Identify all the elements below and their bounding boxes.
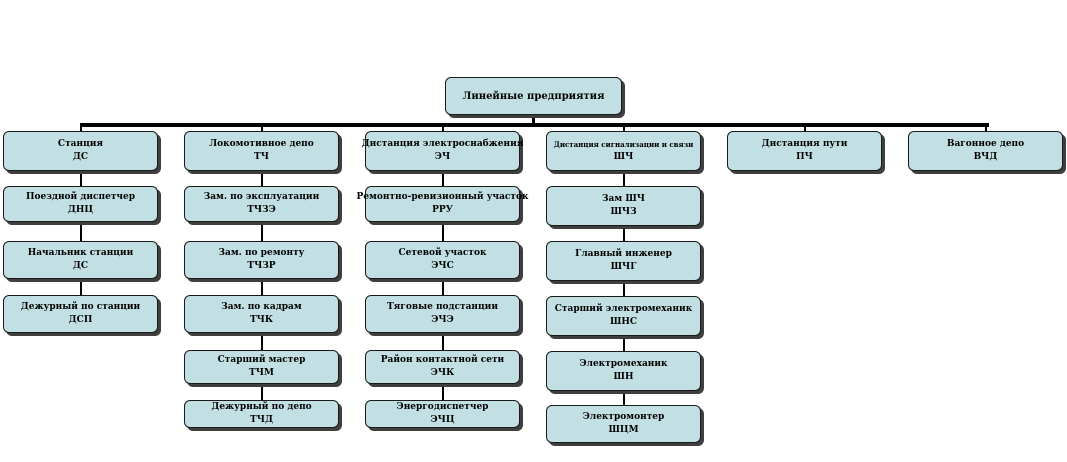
unit-node-code: ДНЦ <box>67 205 94 215</box>
unit-node-title: Зам. по кадрам <box>221 302 302 312</box>
unit-node-title: Ремонтно-ревизионный участок <box>356 192 529 202</box>
unit-node-title: Энергодиспетчер <box>396 402 489 412</box>
branch-drop <box>803 126 806 131</box>
unit-node-title: Электромонтер <box>582 412 665 422</box>
unit-node-title: Район контактной сети <box>380 355 505 365</box>
unit-node-code: ТЧЗР <box>247 261 276 271</box>
unit-node-title: Дежурный по депо <box>211 402 312 412</box>
branch-bus <box>80 123 989 127</box>
branch-drop <box>441 126 444 131</box>
root-connector <box>532 114 535 126</box>
unit-node-code: ЭЧК <box>430 368 455 378</box>
unit-node-code: ТЧК <box>249 315 274 325</box>
branch-head-4-title: Дистанция пути <box>761 139 848 149</box>
unit-node-code: ЭЧЦ <box>430 415 455 425</box>
unit-node-code: ТЧМ <box>249 368 274 378</box>
root-node: Линейные предприятия <box>445 77 622 115</box>
unit-node-code: ШН <box>613 372 634 382</box>
unit-node-title: Поездной диспетчер <box>25 192 136 202</box>
branch-spine <box>622 171 625 405</box>
unit-node-title: Зам ШЧ <box>602 194 645 204</box>
branch-spine <box>260 171 263 400</box>
branch-head-3-code: ШЧ <box>613 152 634 162</box>
branch-spine <box>79 171 82 295</box>
branch-head-2-title: Дистанция электроснабжения <box>361 139 524 149</box>
unit-node-title: Начальник станции <box>27 248 134 258</box>
unit-node-title: Тяговые подстанции <box>386 302 499 312</box>
unit-node-code: ТЧД <box>250 415 273 425</box>
unit-node-title: Главный инженер <box>575 249 672 259</box>
branch-head-0-code: ДС <box>72 152 89 162</box>
unit-node-title: Зам. по ремонту <box>218 248 305 258</box>
unit-node-code: ШНС <box>609 317 638 327</box>
branch-head-4-code: ПЧ <box>796 152 813 162</box>
unit-node-title: Сетевой участок <box>398 248 487 258</box>
unit-node-code: ДС <box>72 261 89 271</box>
branch-drop <box>260 126 263 131</box>
branch-head-1-code: ТЧ <box>254 152 269 162</box>
branch-drop <box>622 126 625 131</box>
unit-node-title: Дежурный по станции <box>20 302 141 312</box>
branch-head-5-title: Вагонное депо <box>946 139 1025 149</box>
branch-head-1-title: Локомотивное депо <box>209 139 314 149</box>
unit-node-code: ЭЧС <box>431 261 454 271</box>
unit-node-code: ШЧЗ <box>610 207 637 217</box>
unit-node-title: Электромеханик <box>579 359 668 369</box>
branch-spine <box>441 171 444 400</box>
branch-head-2-code: ЭЧ <box>434 152 451 162</box>
unit-node-code: ДСП <box>68 315 93 325</box>
unit-node-code: ЭЧЭ <box>431 315 454 325</box>
unit-node-code: ТЧЗЭ <box>247 205 276 215</box>
unit-node-code: РРУ <box>432 205 453 215</box>
branch-head-3-title: Дистанция сигнализации и связи <box>553 140 694 149</box>
branch-drop <box>984 126 987 131</box>
branch-drop <box>79 126 82 131</box>
unit-node-code: ШЧГ <box>610 262 637 272</box>
root-label: Линейные предприятия <box>462 90 605 102</box>
unit-node-title: Зам. по эксплуатации <box>203 192 320 202</box>
branch-head-0-title: Станция <box>57 139 104 149</box>
unit-node-title: Старший мастер <box>217 355 306 365</box>
branch-head-5-code: ВЧД <box>973 152 998 162</box>
unit-node-title: Старший электромеханик <box>554 304 693 314</box>
unit-node: Зам ШЧ ШЧЗ <box>546 186 701 226</box>
unit-node-code: ШЦМ <box>608 425 639 435</box>
